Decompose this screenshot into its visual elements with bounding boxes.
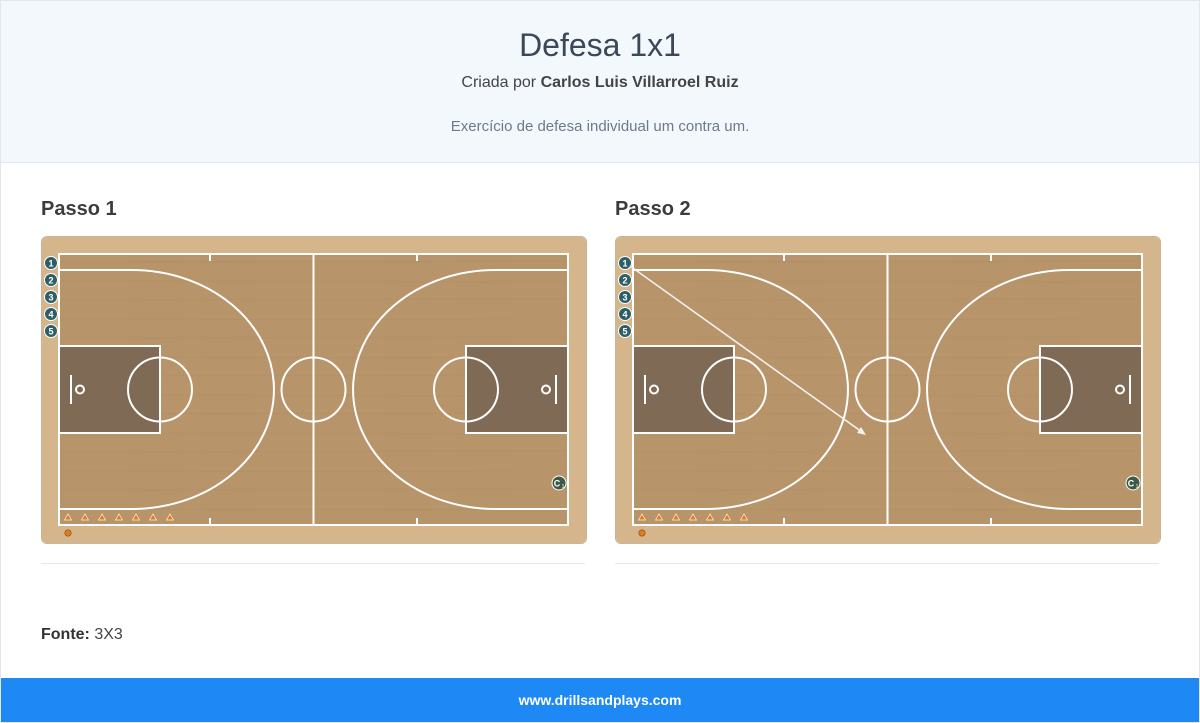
player-number: 5 bbox=[622, 327, 627, 337]
step-1-divider bbox=[41, 563, 585, 564]
site-footer: www.drillsandplays.com bbox=[1, 678, 1199, 722]
player-number: 1 bbox=[48, 259, 53, 269]
right-three-point-arc bbox=[926, 269, 1142, 510]
player-number: 1 bbox=[622, 259, 627, 269]
player-marker bbox=[44, 273, 58, 287]
coach-subscript: 1 bbox=[562, 484, 565, 490]
cone bbox=[671, 513, 681, 521]
source-value: 3X3 bbox=[94, 626, 123, 643]
cone bbox=[80, 513, 90, 521]
player-number: 4 bbox=[48, 310, 53, 320]
right-key bbox=[465, 345, 569, 434]
cone bbox=[63, 513, 73, 521]
footer-link[interactable]: www.drillsandplays.com bbox=[518, 692, 682, 708]
ball bbox=[64, 529, 72, 537]
player-marker bbox=[44, 290, 58, 304]
left-ft-circle bbox=[701, 356, 767, 423]
player-marker bbox=[618, 273, 632, 287]
step-2-divider bbox=[615, 563, 1159, 564]
cone bbox=[637, 513, 647, 521]
player-marker bbox=[44, 256, 58, 270]
right-hoop bbox=[1115, 384, 1125, 395]
cone bbox=[131, 513, 141, 521]
right-key bbox=[1039, 345, 1143, 434]
cone bbox=[654, 513, 664, 521]
cone bbox=[688, 513, 698, 521]
cone bbox=[165, 513, 175, 521]
player-number: 2 bbox=[622, 276, 627, 286]
left-paint bbox=[633, 346, 734, 433]
author-name: Carlos Luis Villarroel Ruiz bbox=[540, 74, 739, 91]
player-number: 3 bbox=[48, 293, 53, 303]
left-three-point-arc bbox=[633, 269, 849, 510]
player-marker bbox=[618, 256, 632, 270]
player-number: 4 bbox=[622, 310, 627, 320]
ball bbox=[638, 529, 646, 537]
movement-arrow bbox=[629, 265, 863, 433]
left-hoop bbox=[75, 384, 85, 395]
drill-description: Exercício de defesa individual um contra… bbox=[450, 118, 750, 135]
right-paint bbox=[1040, 346, 1142, 433]
right-ft-circle bbox=[1007, 356, 1073, 423]
cone bbox=[722, 513, 732, 521]
coach-marker bbox=[1125, 475, 1141, 491]
coach-label: C bbox=[1128, 479, 1135, 489]
cone bbox=[97, 513, 107, 521]
cone bbox=[739, 513, 749, 521]
player-marker bbox=[618, 290, 632, 304]
left-key bbox=[58, 345, 161, 434]
author-prefix: Criada por bbox=[461, 74, 537, 91]
left-hoop bbox=[649, 384, 659, 395]
step-1-title: Passo 1 bbox=[41, 198, 117, 220]
author-line: Criada por Carlos Luis Villarroel Ruiz bbox=[1, 74, 1199, 92]
player-number: 5 bbox=[48, 327, 53, 337]
left-key bbox=[632, 345, 735, 434]
player-number: 2 bbox=[48, 276, 53, 286]
left-three-point-arc bbox=[59, 269, 275, 510]
player-marker bbox=[44, 307, 58, 321]
coach-subscript: 1 bbox=[1136, 484, 1139, 490]
center-circle bbox=[854, 356, 921, 423]
left-ft-circle bbox=[127, 356, 193, 423]
player-marker bbox=[618, 324, 632, 338]
source-line: Fonte: 3X3 bbox=[41, 626, 123, 644]
player-marker bbox=[44, 324, 58, 338]
coach-label: C bbox=[554, 479, 561, 489]
right-hoop bbox=[541, 384, 551, 395]
player-number: 3 bbox=[622, 293, 627, 303]
right-paint bbox=[466, 346, 568, 433]
right-three-point-arc bbox=[352, 269, 568, 510]
source-label: Fonte: bbox=[41, 626, 90, 643]
left-paint bbox=[59, 346, 160, 433]
coach-marker bbox=[551, 475, 567, 491]
cone bbox=[148, 513, 158, 521]
cone bbox=[705, 513, 715, 521]
page-title: Defesa 1x1 bbox=[519, 27, 681, 63]
page-header: Defesa 1x1 Criada por Carlos Luis Villar… bbox=[1, 1, 1199, 163]
arrow-head bbox=[857, 427, 866, 435]
step-2-title: Passo 2 bbox=[615, 198, 691, 220]
player-marker bbox=[618, 307, 632, 321]
center-circle bbox=[280, 356, 347, 423]
cone bbox=[114, 513, 124, 521]
right-ft-circle bbox=[433, 356, 499, 423]
